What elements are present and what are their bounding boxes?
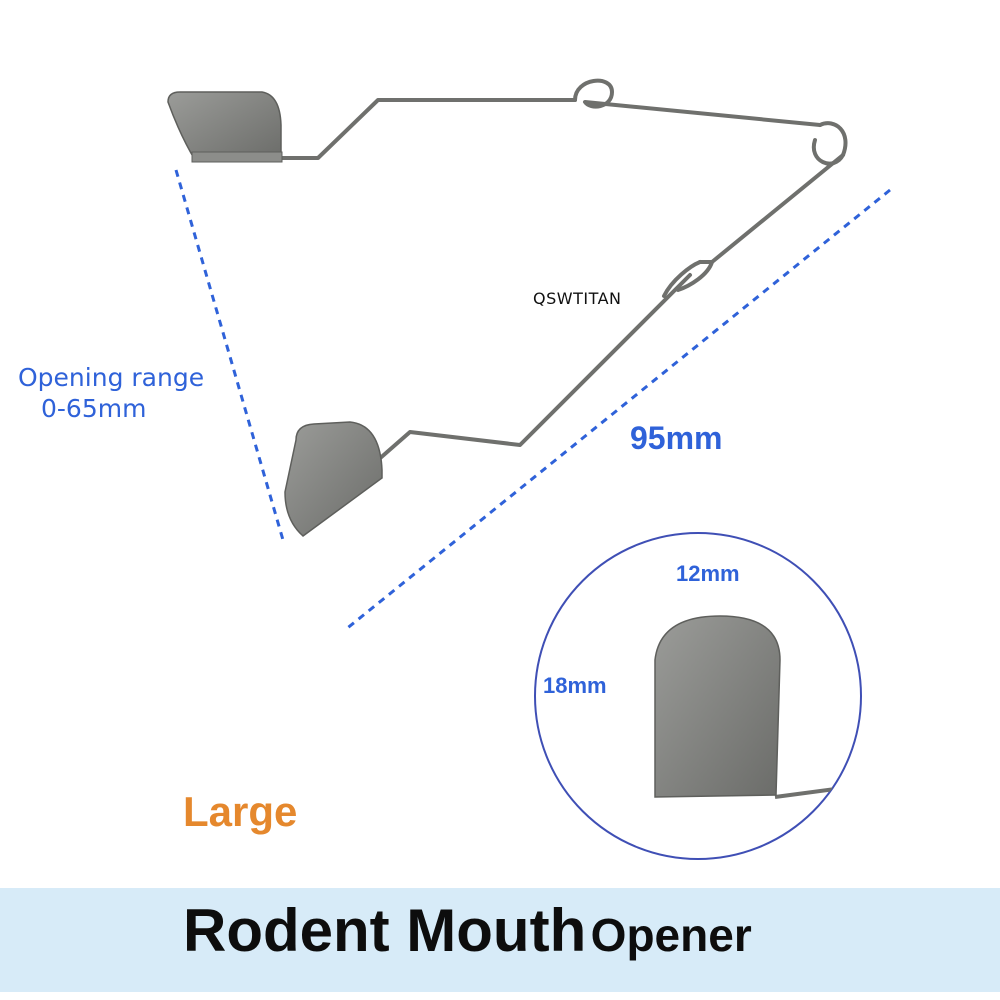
title-banner-bg — [0, 888, 1000, 992]
banner-title-part2: Opener — [590, 909, 752, 961]
zoomed-blade — [654, 615, 781, 798]
blade-width-label: 12mm — [676, 561, 740, 586]
upper-blade — [167, 91, 282, 161]
lower-blade — [284, 421, 383, 537]
length-label: 95mm — [630, 420, 723, 456]
size-label: Large — [183, 788, 298, 835]
opening-range-label: Opening range 0-65mm — [18, 362, 204, 424]
banner-title-part1: Rodent Mouth — [183, 897, 587, 964]
opening-range-line1: Opening range — [18, 363, 205, 392]
opening-range-guide-line — [174, 169, 285, 541]
banner-title: Rodent Mouth Opener — [183, 896, 752, 965]
opener-wire — [273, 78, 848, 462]
opening-range-line2: 0-65mm — [41, 394, 147, 423]
brand-label: QSWTITAN — [533, 289, 622, 308]
blade-height-label: 18mm — [543, 673, 607, 698]
